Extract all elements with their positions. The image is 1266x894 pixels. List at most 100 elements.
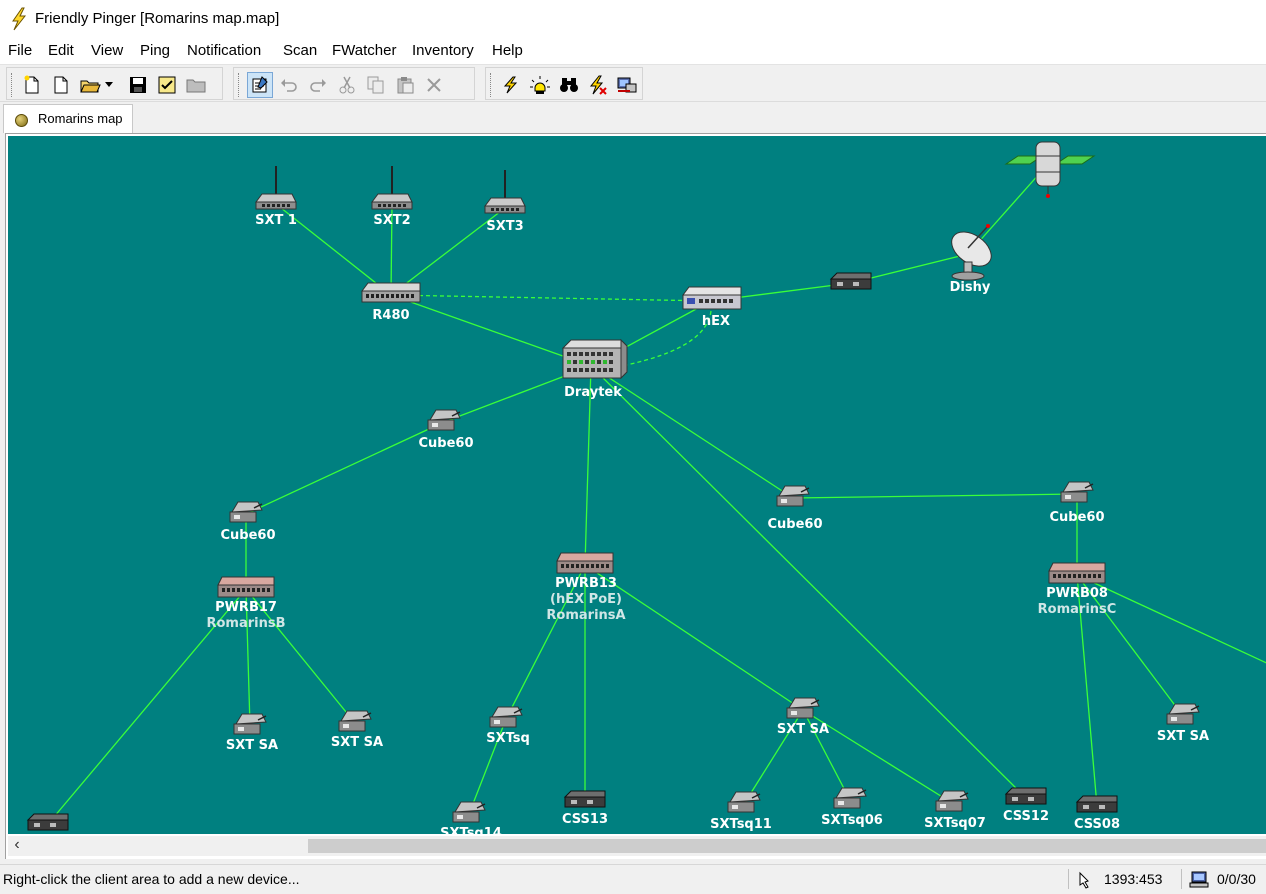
menu-help[interactable]: Help	[492, 42, 523, 59]
small-device-icon[interactable]	[833, 787, 867, 809]
small-device-icon[interactable]	[1060, 481, 1094, 503]
paste-icon[interactable]	[393, 74, 417, 96]
device-sxtsq[interactable]: SXTsq	[486, 706, 530, 746]
small-device-icon[interactable]	[233, 713, 267, 735]
modem-device-icon[interactable]	[26, 813, 69, 831]
poe-device-icon[interactable]	[556, 552, 614, 574]
network-link[interactable]	[275, 203, 392, 296]
device-sxt3[interactable]: SXT3	[484, 170, 526, 234]
modem-device-icon[interactable]	[1004, 787, 1047, 805]
new-icon[interactable]	[49, 74, 73, 96]
network-link[interactable]	[792, 493, 1078, 499]
device-sat[interactable]	[1004, 141, 1096, 198]
dish-device-icon[interactable]	[945, 224, 997, 281]
network-link[interactable]	[1076, 574, 1266, 666]
network-link[interactable]	[390, 203, 393, 296]
modem-device-icon[interactable]	[1075, 795, 1118, 813]
device-css12[interactable]: CSS12	[1003, 787, 1049, 824]
network-link[interactable]	[47, 588, 247, 825]
antenna-device-icon[interactable]	[255, 166, 297, 210]
open-folder-icon[interactable]	[79, 74, 103, 96]
small-device-icon[interactable]	[935, 790, 969, 812]
device-sxtsa3[interactable]: SXT SA	[777, 697, 829, 737]
modem-device-icon[interactable]	[563, 790, 606, 808]
network-link[interactable]	[802, 709, 953, 804]
network-link[interactable]	[245, 421, 445, 515]
small-device-icon[interactable]	[776, 485, 810, 507]
device-sxtsa1[interactable]: SXT SA	[226, 713, 278, 753]
network-link[interactable]	[245, 588, 356, 724]
poe-device-icon[interactable]	[217, 576, 275, 598]
menu-scan[interactable]: Scan	[283, 42, 318, 59]
device-pwrb13[interactable]: PWRB13(hEX PoE)RomarinsA	[546, 552, 626, 623]
stop-ping-icon[interactable]	[586, 74, 610, 96]
device-css08[interactable]: CSS08	[1074, 795, 1120, 832]
copy-icon[interactable]	[364, 74, 388, 96]
device-bottomleft[interactable]	[26, 813, 69, 831]
small-device-icon[interactable]	[338, 710, 372, 732]
menu-ping[interactable]: Ping	[140, 42, 171, 59]
small-device-icon[interactable]	[727, 791, 761, 813]
menu-edit[interactable]: Edit	[48, 42, 74, 59]
undo-icon[interactable]	[277, 74, 301, 96]
menu-inventory[interactable]: Inventory	[412, 42, 474, 59]
network-link[interactable]	[590, 365, 794, 499]
scroll-thumb[interactable]	[308, 839, 1266, 853]
network-link[interactable]	[802, 709, 851, 801]
device-css13[interactable]: CSS13	[562, 790, 608, 827]
network-link[interactable]	[1076, 574, 1184, 717]
edit-mode-icon[interactable]	[247, 72, 273, 98]
network-link[interactable]	[590, 365, 1027, 799]
network-computer-icon[interactable]	[615, 74, 639, 96]
antenna-device-icon[interactable]	[484, 170, 526, 214]
open-dropdown-chevron-icon[interactable]	[103, 74, 115, 96]
device-sxt2[interactable]: SXT2	[371, 166, 413, 228]
network-link[interactable]	[584, 564, 804, 711]
small-device-icon[interactable]	[1166, 703, 1200, 725]
device-cube60d[interactable]: Cube60	[1049, 481, 1105, 525]
horizontal-scrollbar[interactable]: ‹	[8, 836, 1266, 856]
poe-device-icon[interactable]	[1048, 562, 1106, 584]
toolbar-grip[interactable]	[490, 73, 494, 97]
device-sxtsq06[interactable]: SXTsq06	[821, 787, 883, 828]
scroll-left-arrow-icon[interactable]: ‹	[14, 836, 20, 853]
network-link[interactable]	[390, 207, 506, 296]
device-modem[interactable]	[829, 272, 872, 290]
network-link-dashed[interactable]	[390, 294, 712, 302]
hub-device-icon[interactable]	[561, 338, 628, 380]
network-link[interactable]	[1076, 574, 1098, 807]
alarm-bulb-icon[interactable]	[528, 74, 552, 96]
device-cube60b[interactable]: Cube60	[220, 501, 276, 543]
ping-lightning-icon[interactable]	[499, 74, 523, 96]
toolbar-grip[interactable]	[238, 73, 242, 97]
satellite-device-icon[interactable]	[1004, 141, 1096, 198]
switch-device-icon[interactable]	[361, 282, 421, 303]
antenna-device-icon[interactable]	[371, 166, 413, 210]
device-sxt1[interactable]: SXT 1	[255, 166, 297, 228]
device-sxtsa4[interactable]: SXT SA	[1157, 703, 1209, 744]
small-device-icon[interactable]	[452, 801, 486, 823]
router-device-icon[interactable]	[682, 286, 742, 310]
device-sxtsa2[interactable]: SXT SA	[331, 710, 383, 750]
device-r480[interactable]: R480	[361, 282, 421, 323]
menu-notification[interactable]: Notification	[187, 42, 262, 59]
modem-device-icon[interactable]	[829, 272, 872, 290]
save-disk-icon[interactable]	[126, 74, 150, 96]
network-link[interactable]	[245, 588, 251, 727]
network-link[interactable]	[584, 365, 592, 566]
checklist-icon[interactable]	[155, 74, 179, 96]
small-device-icon[interactable]	[427, 409, 461, 431]
small-device-icon[interactable]	[786, 697, 820, 719]
binoculars-icon[interactable]	[557, 74, 581, 96]
device-hex[interactable]: hEX	[682, 286, 742, 329]
small-device-icon[interactable]	[229, 501, 263, 523]
device-cube60c[interactable]: Cube60	[767, 485, 823, 532]
device-sxtsq11[interactable]: SXTsq11	[710, 791, 772, 832]
device-sxtsq07[interactable]: SXTsq07	[924, 790, 986, 831]
tab-romarins-map[interactable]: Romarins map	[3, 104, 133, 133]
menu-view[interactable]: View	[91, 42, 124, 59]
delete-icon[interactable]	[422, 74, 446, 96]
